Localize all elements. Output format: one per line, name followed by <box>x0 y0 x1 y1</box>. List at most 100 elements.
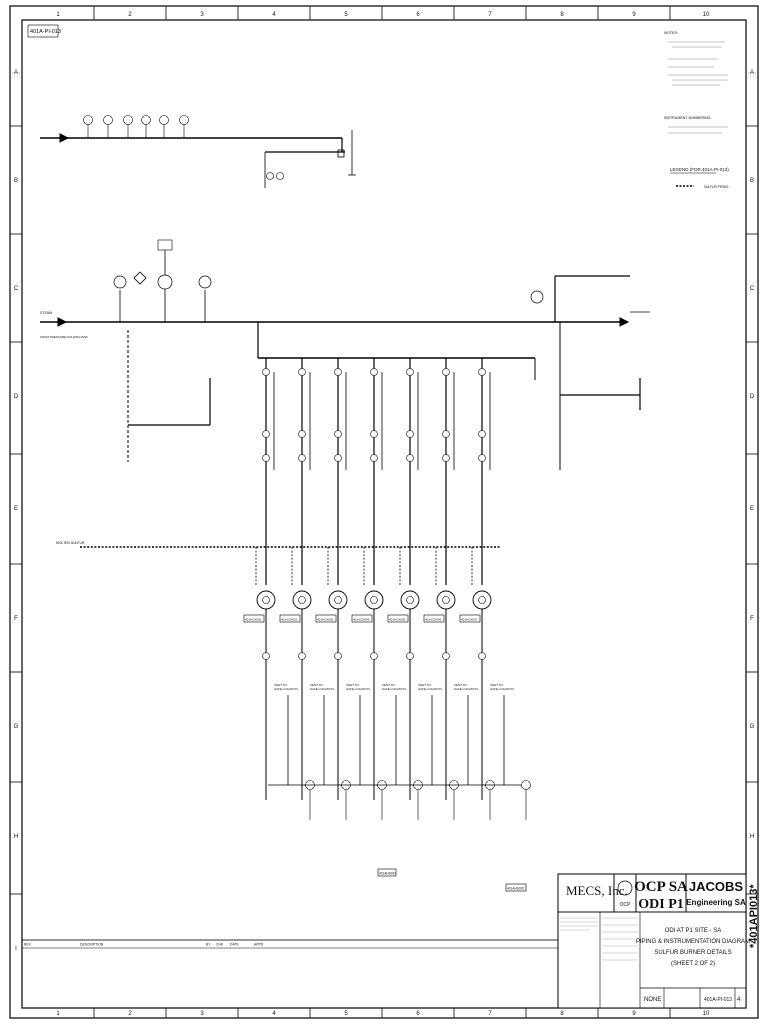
column-marker: 3 <box>200 1011 204 1017</box>
bottom-tag-box <box>377 868 397 877</box>
instrument-numbering-title: INSTRUMENT NUMBERING: <box>664 116 711 120</box>
column-marker: 9 <box>632 12 636 18</box>
instrument-bubble-icon <box>334 368 342 376</box>
description-header: DESCRIPTION <box>80 943 104 947</box>
column-marker: 8 <box>560 12 564 18</box>
burner-gun-icon <box>436 590 456 610</box>
burner-gun-core-icon <box>262 596 270 604</box>
barcode-stamp: *401API013* <box>748 884 760 948</box>
revision-number: 4 <box>737 997 741 1003</box>
notes-title: NOTES: <box>664 31 678 35</box>
column-marker: 1 <box>56 12 60 18</box>
instrument-bubble-icon <box>442 368 450 376</box>
bottom-tag: 401AHS010 <box>379 872 396 876</box>
instrument-bubble-icon <box>442 454 450 462</box>
chk-header: CHK <box>216 943 224 947</box>
column-marker: 6 <box>416 1011 420 1017</box>
burner-tag-box <box>351 614 373 623</box>
instrument-bubble-icon <box>478 652 486 660</box>
main-header <box>40 275 650 470</box>
instrument-bubble-icon <box>406 454 414 462</box>
burner-tag-box <box>459 614 481 623</box>
drawing-id-label: 401A-PI-013 <box>30 29 61 35</box>
burner-gun-core-icon <box>334 596 342 604</box>
instrument-bubble-icon <box>478 368 486 376</box>
instrument-bubble-icon <box>262 430 270 438</box>
burner-gun-core-icon <box>298 596 306 604</box>
row-marker: G <box>750 724 755 730</box>
row-marker: I <box>15 946 17 952</box>
pressure-note: FROM PRESSURE HOLDING BAR <box>40 335 89 339</box>
burner-tag: 401ACN004 <box>353 618 370 622</box>
instrument-bubble-icon <box>159 115 169 125</box>
column-marker: 1 <box>56 1011 60 1017</box>
legend-title: LEGEND (FOR 401A-PI-013) <box>670 167 729 172</box>
instrument-bubble-icon <box>478 430 486 438</box>
burner-tag-box <box>279 614 301 623</box>
instrument-bubble-icon <box>406 652 414 660</box>
row-marker: B <box>14 178 18 184</box>
burner-tag-box <box>315 614 337 623</box>
right-indicator-icon <box>530 290 544 304</box>
column-marker: 9 <box>632 1011 636 1017</box>
instrument-bubble-icon <box>262 454 270 462</box>
row-marker: G <box>14 724 19 730</box>
instrument-bubble-icon <box>334 454 342 462</box>
burner-gun-icon <box>328 590 348 610</box>
instrument-bubble-icon <box>276 172 284 180</box>
pressure-controller-icon <box>157 274 173 290</box>
instrument-bubble-icon <box>370 454 378 462</box>
drawing-id-box <box>27 24 59 38</box>
column-marker: 5 <box>344 1011 348 1017</box>
column-marker: 4 <box>272 12 276 18</box>
instrument-bubble-icon <box>179 115 189 125</box>
steam-header-top <box>40 130 356 188</box>
appd-header: APPD <box>254 943 264 947</box>
vent-label: VENT TO <box>346 683 360 687</box>
column-marker: 2 <box>128 1011 132 1017</box>
steam-instrument-row <box>83 115 284 180</box>
instrument-bubble-icon <box>442 430 450 438</box>
burner-gun-icon <box>292 590 312 610</box>
instrument-bubble-icon <box>298 652 306 660</box>
vent-label: SAFE LOCATION <box>490 687 514 691</box>
steam-inlet-label: STEAM <box>40 311 52 315</box>
by-header: BY <box>206 943 211 947</box>
title-line-2: PIPING & INSTRUMENTATION DIAGRAM <box>636 939 750 945</box>
instrument-bubble-icon <box>266 172 274 180</box>
vent-label: SAFE LOCATION <box>454 687 478 691</box>
vent-label: VENT TO <box>454 683 468 687</box>
instrument-bubble-icon <box>298 368 306 376</box>
burner-tag: 401ACN007 <box>461 618 478 622</box>
row-marker: A <box>14 70 18 76</box>
row-marker: F <box>750 616 754 622</box>
burner-gun-core-icon <box>442 596 450 604</box>
instrument-bubble-icon <box>298 430 306 438</box>
row-marker: F <box>14 616 18 622</box>
burner-tag: 401ACN006 <box>425 618 442 622</box>
column-marker: 2 <box>128 12 132 18</box>
pressure-transmitter-icon <box>198 275 212 289</box>
row-marker: C <box>750 286 755 292</box>
scale-value: NONE <box>644 997 661 1003</box>
burner-gun-icon <box>472 590 492 610</box>
date-header: DATE <box>230 943 240 947</box>
row-marker: H <box>14 834 18 840</box>
mid-tag-box <box>505 883 527 892</box>
column-marker: 3 <box>200 12 204 18</box>
row-marker: D <box>750 394 755 400</box>
burner-tag: 401ACN002 <box>281 618 298 622</box>
burner-tag-box <box>387 614 409 623</box>
title-block <box>557 873 747 1009</box>
burner-tag: 401ACN001 <box>245 618 262 622</box>
revision-table <box>21 939 559 1009</box>
instrument-bubble-icon <box>123 115 133 125</box>
